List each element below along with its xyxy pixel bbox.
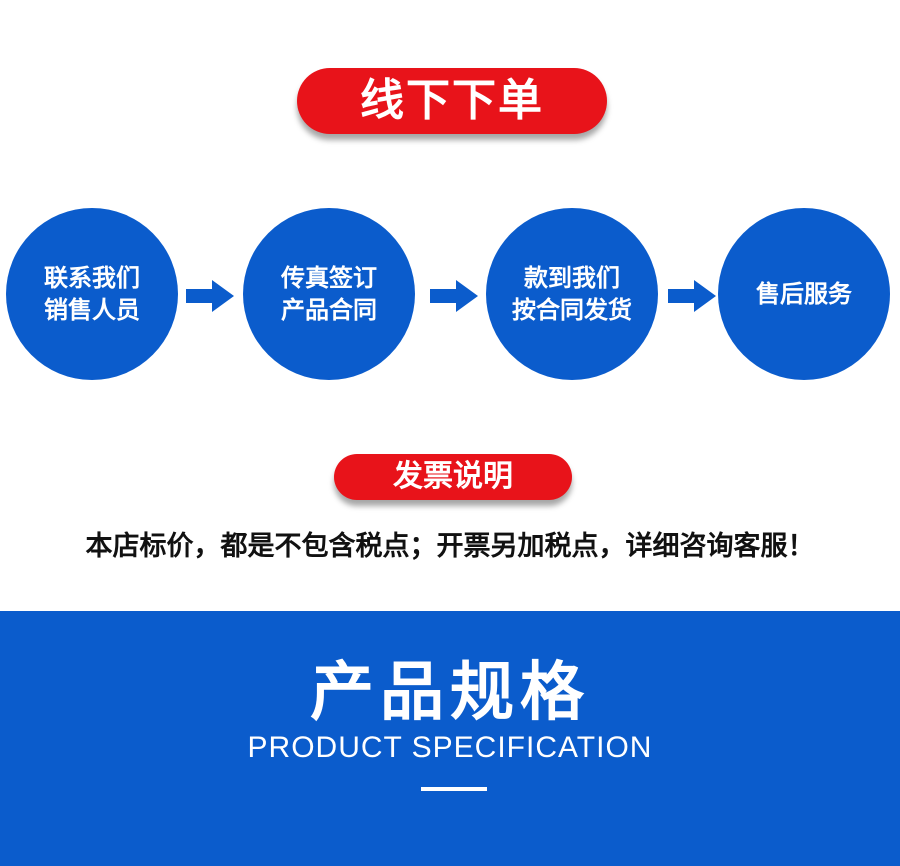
- step-line: 产品合同: [281, 296, 377, 324]
- step-line: 销售人员: [44, 296, 140, 324]
- step-line: 售后服务: [756, 280, 852, 308]
- step-payment-shipping: 款到我们 按合同发货: [486, 208, 658, 380]
- spec-banner: 产品规格 PRODUCT SPECIFICATION: [0, 611, 900, 866]
- spec-subtitle: PRODUCT SPECIFICATION: [247, 731, 653, 764]
- step-contact-sales: 联系我们 销售人员: [6, 208, 178, 380]
- right-arrow-icon: [186, 280, 234, 312]
- right-arrow-icon: [668, 280, 716, 312]
- step-line: 传真签订: [281, 264, 377, 292]
- step-after-sales: 售后服务: [718, 208, 890, 380]
- invoice-notice: 本店标价，都是不包含税点；开票另加税点，详细咨询客服！: [85, 531, 815, 562]
- step-sign-contract: 传真签订 产品合同: [243, 208, 415, 380]
- divider: [421, 787, 487, 791]
- step-line: 按合同发货: [512, 296, 632, 324]
- spec-title: 产品规格: [310, 656, 590, 730]
- right-arrow-icon: [430, 280, 478, 312]
- offline-order-title: 线下下单: [297, 68, 607, 134]
- invoice-title: 发票说明: [334, 454, 572, 500]
- step-line: 联系我们: [44, 264, 140, 292]
- step-line: 款到我们: [524, 264, 620, 292]
